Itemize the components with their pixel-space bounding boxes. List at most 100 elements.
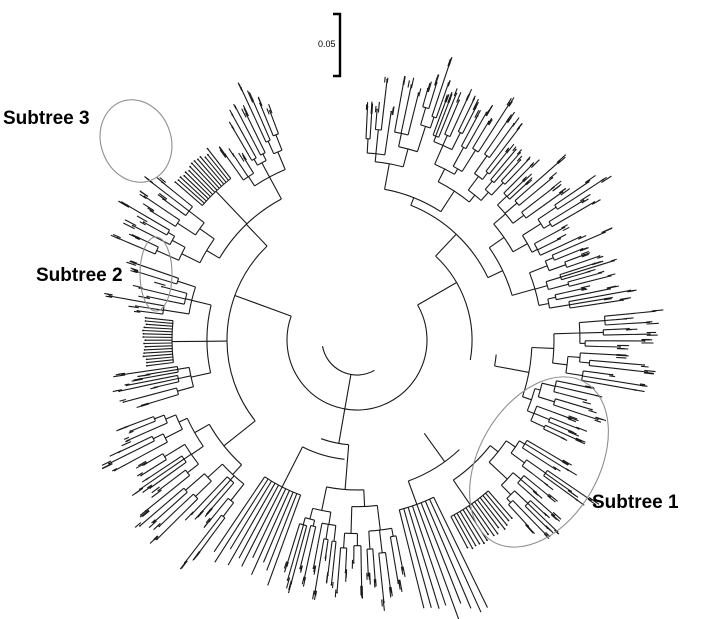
tree-branch bbox=[129, 260, 137, 265]
tree-branch bbox=[153, 377, 179, 385]
tree-branch bbox=[146, 361, 174, 367]
tree-branch bbox=[522, 176, 528, 182]
tree-branch bbox=[394, 118, 398, 133]
tree-branch bbox=[149, 180, 174, 200]
tree-branch bbox=[609, 375, 616, 378]
tree-branch bbox=[141, 477, 150, 483]
tree-branch bbox=[382, 79, 388, 118]
tree-branch bbox=[111, 468, 118, 472]
tree-branch bbox=[112, 233, 121, 239]
tree-branch bbox=[581, 288, 588, 291]
tree-branch bbox=[287, 580, 293, 594]
tree-branch bbox=[301, 576, 305, 585]
tree-branch bbox=[465, 94, 470, 101]
tree-leaf bbox=[129, 430, 132, 433]
tree-leaf bbox=[189, 165, 192, 168]
tree-branch bbox=[312, 520, 316, 527]
tree-branch bbox=[109, 295, 140, 302]
tree-branch bbox=[144, 248, 156, 255]
tree-branch bbox=[196, 551, 201, 557]
tree-branch bbox=[170, 469, 186, 482]
tree-branch bbox=[205, 507, 213, 515]
tree-branch bbox=[398, 133, 402, 147]
tree-branch bbox=[548, 264, 566, 272]
tree-branch bbox=[475, 109, 481, 119]
tree-branch bbox=[370, 101, 373, 114]
tree-branch bbox=[447, 80, 451, 87]
tree-branch bbox=[564, 259, 571, 263]
tree-branch bbox=[344, 374, 352, 409]
tree-branch bbox=[545, 472, 559, 483]
tree-leaf bbox=[143, 352, 146, 354]
tree-branch bbox=[422, 101, 425, 107]
tree-branch bbox=[518, 198, 528, 206]
tree-leaf bbox=[483, 542, 485, 545]
tree-branch bbox=[139, 373, 166, 380]
tree-branch bbox=[174, 181, 203, 206]
subtree-1-annotation: Subtree 1 bbox=[469, 376, 679, 548]
tree-branch bbox=[620, 321, 650, 325]
tree-branch bbox=[219, 149, 227, 158]
tree-branch bbox=[140, 466, 155, 476]
tree-branch bbox=[185, 473, 205, 491]
tree-branch bbox=[396, 81, 405, 119]
tree-leaf bbox=[611, 373, 614, 376]
tree-leaf bbox=[514, 148, 517, 151]
tree-branch bbox=[591, 199, 601, 205]
tree-branch bbox=[151, 489, 162, 498]
tree-branch bbox=[179, 560, 188, 570]
tree-branch bbox=[165, 428, 183, 439]
tree-branch bbox=[141, 462, 148, 467]
tree-branch bbox=[134, 236, 140, 241]
tree-leaf bbox=[336, 591, 338, 594]
tree-branch bbox=[540, 489, 551, 498]
tree-branch bbox=[400, 107, 408, 134]
tree-leaf bbox=[286, 579, 289, 581]
tree-branch bbox=[365, 106, 369, 133]
tree-branch bbox=[567, 401, 593, 411]
tree-arc bbox=[530, 405, 538, 422]
tree-branch bbox=[444, 94, 448, 103]
tree-branch bbox=[377, 101, 380, 113]
tree-branch bbox=[119, 383, 154, 392]
tree-branch bbox=[565, 372, 583, 377]
tree-branch bbox=[495, 149, 509, 166]
tree-branch bbox=[146, 356, 173, 360]
tree-branch bbox=[181, 253, 201, 264]
tree-branch bbox=[581, 252, 591, 257]
tree-branch bbox=[494, 365, 530, 373]
tree-arc bbox=[508, 500, 514, 506]
tree-branch bbox=[403, 508, 432, 608]
tree-leaf bbox=[330, 584, 333, 586]
tree-branch bbox=[588, 352, 620, 356]
tree-branch bbox=[565, 382, 589, 388]
tree-branch bbox=[397, 579, 401, 590]
tree-branch bbox=[118, 439, 145, 453]
tree-branch bbox=[151, 519, 156, 524]
tree-branch bbox=[262, 491, 294, 563]
tree-branch bbox=[501, 484, 512, 496]
tree-branch bbox=[312, 590, 315, 600]
tree-arc bbox=[176, 278, 180, 285]
tree-branch bbox=[185, 171, 211, 197]
tree-arc bbox=[503, 192, 511, 200]
tree-branch bbox=[121, 441, 132, 447]
tree-branch bbox=[512, 472, 522, 480]
tree-branch bbox=[473, 103, 478, 111]
tree-branch bbox=[423, 432, 446, 463]
tree-arc bbox=[221, 514, 226, 519]
tree-branch bbox=[474, 501, 499, 534]
tree-branch bbox=[488, 165, 497, 175]
tree-branch bbox=[386, 77, 389, 83]
tree-branch bbox=[192, 550, 200, 561]
tree-arc bbox=[501, 472, 514, 486]
tree-branch bbox=[189, 166, 216, 193]
tree-branch bbox=[585, 272, 602, 278]
tree-branch bbox=[153, 366, 178, 371]
tree-branch bbox=[331, 581, 334, 589]
tree-branch bbox=[204, 156, 227, 183]
tree-branch bbox=[543, 533, 550, 539]
tree-branch bbox=[124, 383, 130, 386]
tree-branch bbox=[157, 393, 179, 402]
tree-branch bbox=[162, 278, 177, 285]
